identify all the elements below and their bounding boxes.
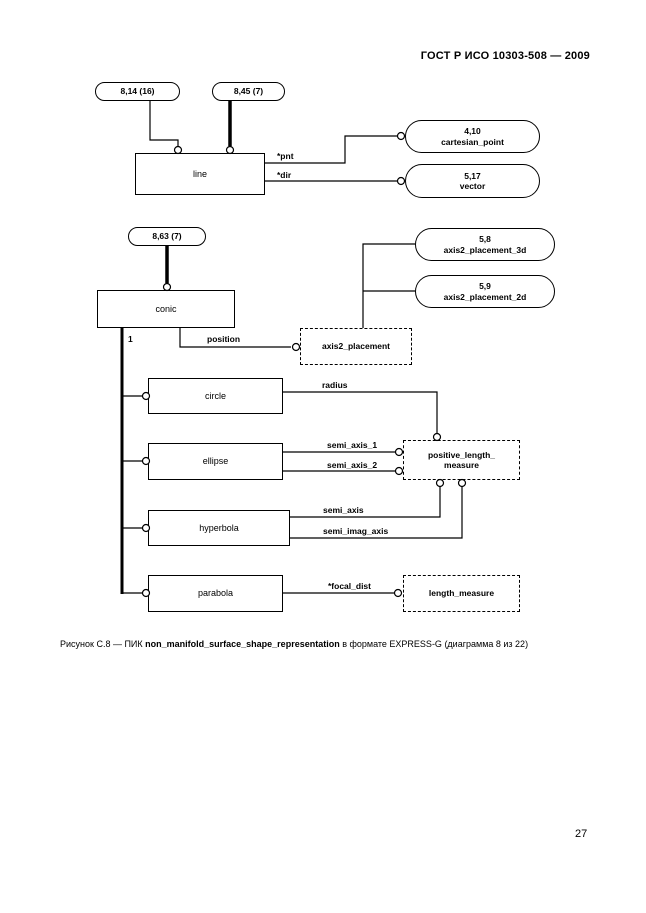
cardinality-one: 1 [128,334,133,344]
edge-circle-radius [283,391,438,433]
select-label: length_measure [428,588,495,599]
external-name: axis2_placement_2d [443,291,527,302]
attr-label-dir: *dir [277,170,292,180]
entity-label: ellipse [202,456,229,467]
select-axis2-placement: axis2_placement [300,328,412,365]
edge-hyperbola-semi-axis [290,487,441,518]
external-axis2-placement-2d: 5,9 axis2_placement_2d [415,275,555,308]
caption-suffix: в формате EXPRESS-G (диаграмма 8 из 22) [339,639,529,649]
page-ref-label: 8,14 (16) [120,86,155,97]
entity-parabola: parabola [148,575,283,612]
page-number: 27 [575,828,588,840]
external-cartesian-point: 4,10 cartesian_point [405,120,540,153]
page-ref-8-63: 8,63 (7) [128,227,206,246]
select-length-measure: length_measure [403,575,520,612]
select-label-line1: positive_length_ [427,449,496,460]
external-ref: 5,9 [479,281,491,292]
document-header: ГОСТ Р ИСО 10303-508 — 2009 [420,50,590,62]
entity-label: conic [155,303,177,314]
external-ref: 5,17 [464,170,481,181]
entity-hyperbola: hyperbola [148,510,290,546]
page-ref-8-14: 8,14 (16) [95,82,180,101]
entity-circle: circle [148,378,283,414]
attr-label-semi-axis: semi_axis [323,505,364,515]
caption-prefix: Рисунок С.8 — ПИК [60,639,146,649]
attr-label-position: position [207,334,241,344]
entity-line: line [135,153,265,195]
edge-ref814-line [149,101,179,146]
figure-caption: Рисунок С.8 — ПИК non_manifold_surface_s… [60,639,595,649]
entity-label: line [192,168,207,179]
attr-label-radius: radius [322,380,348,390]
entity-ellipse: ellipse [148,443,283,480]
select-label-line2: measure [444,460,479,470]
entity-label: hyperbola [199,522,239,533]
attr-label-semi-axis-1: semi_axis_1 [327,440,378,450]
external-axis2-placement-3d: 5,8 axis2_placement_3d [415,228,555,261]
entity-conic: conic [97,290,235,328]
page-ref-label: 8,63 (7) [152,231,182,242]
attr-label-semi-axis-2: semi_axis_2 [327,460,378,470]
entity-label: parabola [197,588,234,599]
select-label: axis2_placement [321,341,391,352]
caption-term: non_manifold_surface_shape_representatio… [145,639,340,649]
page-ref-8-45: 8,45 (7) [212,82,285,101]
entity-label: circle [204,390,226,401]
external-name: axis2_placement_3d [443,244,527,255]
external-ref: 5,8 [479,234,491,245]
external-name: cartesian_point [441,136,504,147]
attr-label-semi-imag-axis: semi_imag_axis [323,526,389,536]
attr-label-pnt: *pnt [277,151,294,161]
external-vector: 5,17 vector [405,164,540,198]
select-positive-length-measure: positive_length_ measure [403,440,520,480]
external-ref: 4,10 [464,126,481,137]
page-ref-label: 8,45 (7) [233,86,264,97]
edge-axis2placement-3d [362,243,415,328]
attr-label-focal-dist: *focal_dist [328,581,371,591]
external-name: vector [459,181,486,191]
